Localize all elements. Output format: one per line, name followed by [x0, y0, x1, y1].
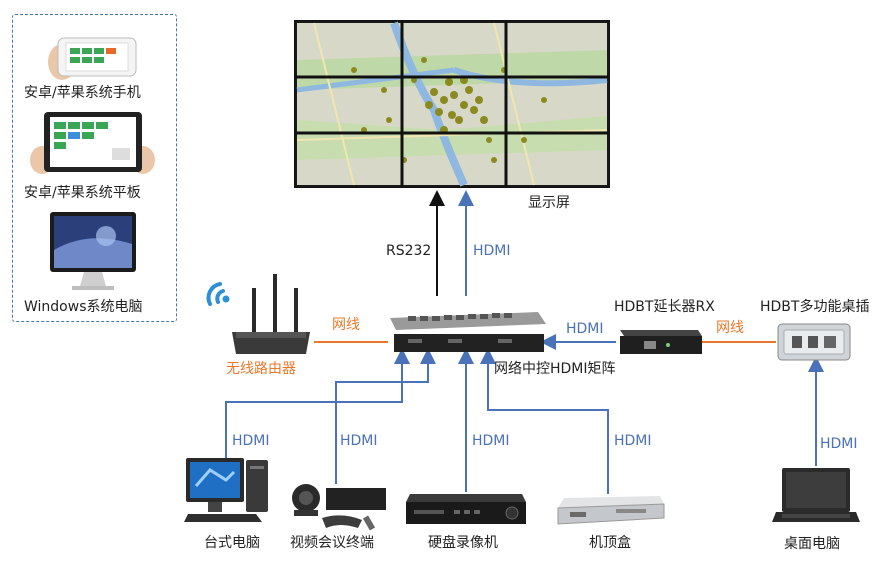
- wifi-icon: [206, 282, 225, 306]
- control-devices-panel: [12, 14, 177, 322]
- laptop-image: [772, 466, 860, 528]
- set-top-box-image: [556, 494, 666, 534]
- video-conf-label: 视频会议终端: [290, 535, 374, 551]
- set-top-box-label: 机顶盒: [589, 535, 631, 551]
- hdmi-desktop-line: [225, 348, 410, 460]
- hdmi-extender-label: HDMI: [566, 321, 604, 337]
- hdmi-dvr-label: HDMI: [472, 433, 510, 449]
- hdmi-conf-line: [335, 348, 436, 484]
- laptop-label: 桌面电脑: [784, 536, 840, 552]
- rs232-label: RS232: [386, 243, 432, 259]
- tablet-image: [30, 108, 155, 180]
- network-router-label: 网线: [332, 317, 360, 333]
- video-wall-display: [294, 20, 610, 188]
- desktop-pc-image: [182, 456, 274, 528]
- dvr-image: [404, 490, 528, 530]
- hdmi-laptop-label: HDMI: [820, 436, 858, 452]
- hdmi-display-label: HDMI: [473, 243, 511, 259]
- monitor-image: [48, 210, 138, 294]
- network-socket-label: 网线: [716, 320, 744, 336]
- extender-label: HDBT延长器RX: [614, 299, 715, 315]
- hdmi-desktop-label: HDMI: [232, 433, 270, 449]
- extender-image: [616, 324, 702, 358]
- desk-socket-image: [776, 320, 852, 364]
- phone-label: 安卓/苹果系统手机: [24, 85, 141, 101]
- matrix-image: [388, 308, 548, 356]
- hdmi-stb-line: [480, 348, 609, 494]
- pc-label: Windows系统电脑: [24, 299, 143, 315]
- router-label: 无线路由器: [226, 361, 296, 377]
- phone-image: [40, 24, 140, 84]
- hdmi-stb-label: HDMI: [614, 433, 652, 449]
- display-label: 显示屏: [528, 195, 570, 211]
- hdmi-conf-label: HDMI: [340, 433, 378, 449]
- desk-socket-label: HDBT多功能桌插: [760, 299, 870, 315]
- desktop-pc-label: 台式电脑: [204, 535, 260, 551]
- dvr-label: 硬盘录像机: [428, 535, 498, 551]
- tablet-label: 安卓/苹果系统平板: [24, 185, 141, 201]
- router-image: [196, 268, 316, 360]
- video-conf-image: [282, 478, 388, 532]
- matrix-label: 网络中控HDMI矩阵: [494, 361, 616, 377]
